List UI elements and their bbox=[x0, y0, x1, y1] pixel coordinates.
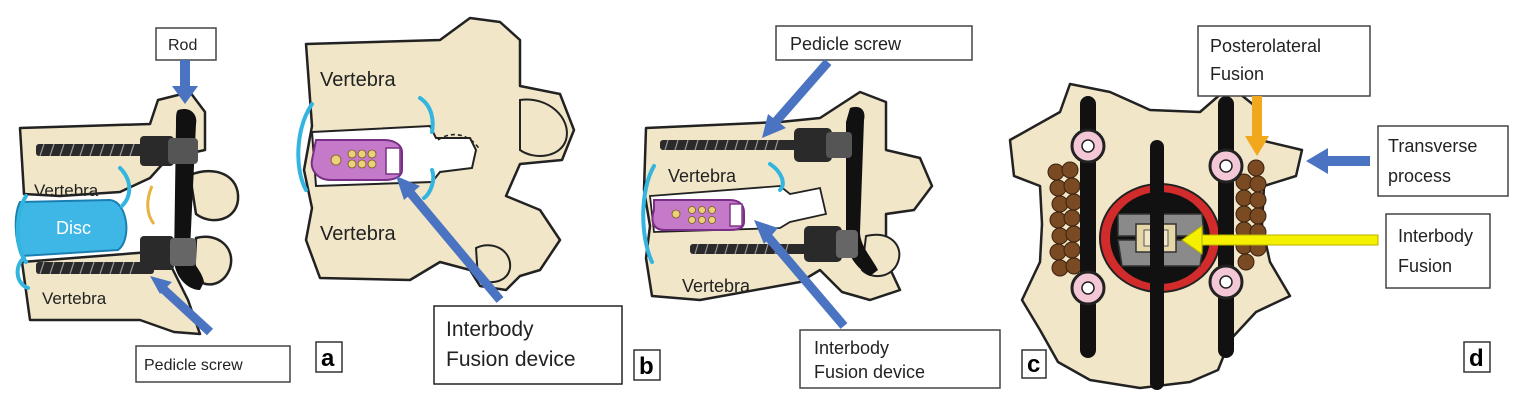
interbody-box bbox=[1385, 213, 1491, 289]
panel-a-vertebra-top-label: Vertebra bbox=[34, 181, 99, 200]
graft-cluster-left bbox=[1047, 161, 1083, 277]
transverse-line2: process bbox=[1388, 166, 1451, 186]
interbody-line2: Fusion bbox=[1398, 256, 1452, 276]
panel-b-pedicle-screw-label: Pedicle screw bbox=[790, 34, 902, 54]
panel-a2-device-line2: Fusion device bbox=[446, 348, 576, 371]
transverse-box bbox=[1377, 125, 1509, 197]
panel-a2-device-box bbox=[433, 305, 623, 385]
panel-b-device-line2: Fusion device bbox=[814, 362, 925, 382]
transverse-line1: Transverse bbox=[1388, 136, 1477, 156]
panel-b-device-line1: Interbody bbox=[814, 338, 889, 358]
panel-a2-vertebra-top-label: Vertebra bbox=[320, 69, 396, 91]
posterolateral-line1: Posterolateral bbox=[1210, 36, 1321, 56]
panel-d-posterior-view: c Posterolateral Fusion Transverse proce… bbox=[1008, 25, 1509, 390]
panel-a2-device-line1: Interbody bbox=[446, 318, 534, 341]
panel-interbody-device-lateral: Vertebra Vertebra Interbody Fusion devic… bbox=[296, 16, 623, 385]
panel-a-disc-label: Disc bbox=[56, 218, 91, 238]
panel-b-combined: Vertebra Vertebra Pedicle screw Interbod… bbox=[633, 25, 1001, 389]
panel-b-pedicle-screw-box bbox=[775, 25, 973, 61]
interbody-line1: Interbody bbox=[1398, 226, 1473, 246]
panel-c-letter: c bbox=[1027, 351, 1040, 378]
rod-label: Rod bbox=[168, 37, 197, 54]
panel-d-letter: d bbox=[1469, 345, 1484, 372]
panel-b-vertebra-top-label: Vertebra bbox=[668, 166, 737, 186]
panel-a-pedicle-screw-label: Pedicle screw bbox=[144, 357, 243, 374]
panel-a-vertebra-bottom-label: Vertebra bbox=[42, 289, 107, 308]
posterolateral-box bbox=[1197, 25, 1371, 97]
panel-b-device-box bbox=[799, 329, 1001, 389]
disc-shape bbox=[14, 198, 128, 258]
panel-b-letter: b bbox=[639, 353, 654, 380]
panel-b-vertebra-bottom-label: Vertebra bbox=[682, 276, 751, 296]
posterolateral-line2: Fusion bbox=[1210, 64, 1264, 84]
panel-a-pedicle-screw-box bbox=[135, 345, 291, 383]
panel-a-letter: a bbox=[321, 345, 335, 372]
rod-callout-box bbox=[155, 27, 217, 61]
panel-a2-vertebra-bottom-label: Vertebra bbox=[320, 223, 396, 245]
panel-a-lateral-screws: Vertebra Disc Vertebra Rod Pedicle screw… bbox=[14, 27, 343, 383]
